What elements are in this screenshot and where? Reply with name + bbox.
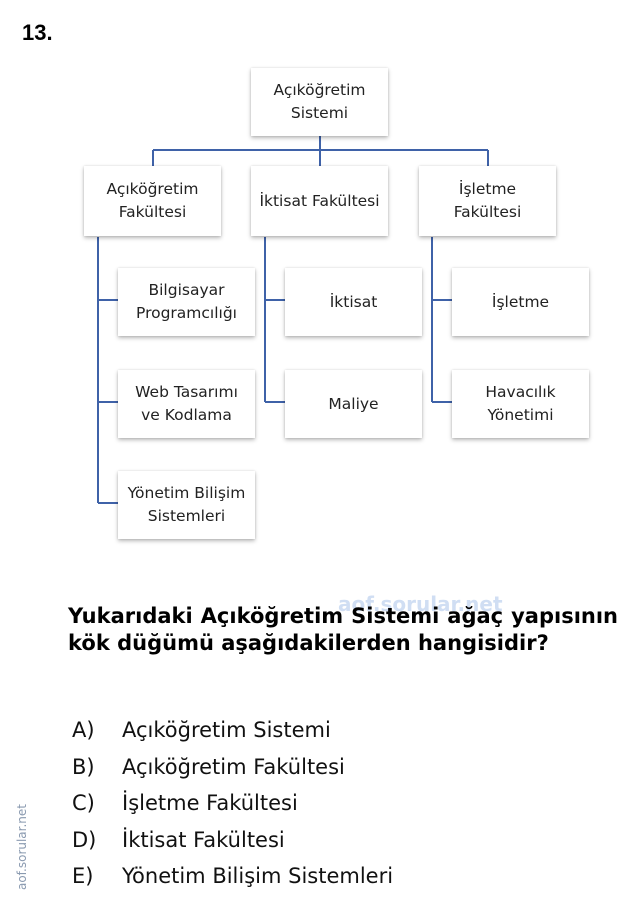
node-leaf: Bilgisayar Programcılığı xyxy=(118,268,255,336)
option-text: Açıköğretim Fakültesi xyxy=(122,754,345,779)
option-b[interactable]: B) Açıköğretim Fakültesi xyxy=(72,749,393,786)
node-label: Yönetim Bilişim Sistemleri xyxy=(127,484,246,525)
option-a[interactable]: A) Açıköğretim Sistemi xyxy=(72,712,393,749)
node-leaf: Web Tasarımı ve Kodlama xyxy=(118,370,255,438)
option-letter: D) xyxy=(72,827,97,852)
node-label: Web Tasarımı ve Kodlama xyxy=(135,383,238,424)
option-letter: B) xyxy=(72,754,95,779)
option-letter: A) xyxy=(72,718,95,743)
tree-connectors xyxy=(97,136,489,504)
side-watermark: aof.sorular.net xyxy=(15,803,29,891)
node-branch-3: İşletme Fakültesi xyxy=(419,166,556,236)
option-d[interactable]: D) İktisat Fakültesi xyxy=(72,822,393,859)
node-label: İşletme xyxy=(491,292,550,311)
node-label: Maliye xyxy=(328,394,379,413)
option-text: İktisat Fakültesi xyxy=(122,827,285,852)
node-label: İktisat Fakültesi xyxy=(259,191,380,210)
option-letter: C) xyxy=(72,791,95,816)
node-leaf: Yönetim Bilişim Sistemleri xyxy=(118,471,255,539)
question-number: 13. xyxy=(22,20,53,45)
node-branch-1: Açıköğretim Fakültesi xyxy=(84,166,221,236)
option-e[interactable]: E) Yönetim Bilişim Sistemleri xyxy=(72,858,393,895)
option-letter: E) xyxy=(72,864,94,889)
node-leaf: İşletme xyxy=(452,268,589,336)
node-leaf: İktisat xyxy=(285,268,422,336)
node-leaf: Havacılık Yönetimi xyxy=(452,370,589,438)
node-leaf: Maliye xyxy=(285,370,422,438)
node-label: İşletme Fakültesi xyxy=(453,180,522,221)
option-text: Yönetim Bilişim Sistemleri xyxy=(122,864,394,889)
option-c[interactable]: C) İşletme Fakültesi xyxy=(72,785,393,822)
answer-options: A) Açıköğretim Sistemi B) Açıköğretim Fa… xyxy=(72,712,393,895)
node-branch-2: İktisat Fakültesi xyxy=(251,166,388,236)
node-label: Havacılık Yönetimi xyxy=(485,383,556,424)
option-text: İşletme Fakültesi xyxy=(122,791,298,816)
node-label: Açıköğretim Fakültesi xyxy=(106,180,199,221)
watermark: aof.sorular.net xyxy=(338,592,503,616)
node-label: İktisat xyxy=(329,292,378,311)
node-root: Açıköğretim Sistemi xyxy=(251,68,388,136)
question-text: Yukarıdaki Açıköğretim Sistemi ağaç yapı… xyxy=(68,604,618,655)
node-label: Bilgisayar Programcılığı xyxy=(136,281,237,322)
node-label: Açıköğretim Sistemi xyxy=(273,81,366,122)
option-text: Açıköğretim Sistemi xyxy=(122,718,331,743)
